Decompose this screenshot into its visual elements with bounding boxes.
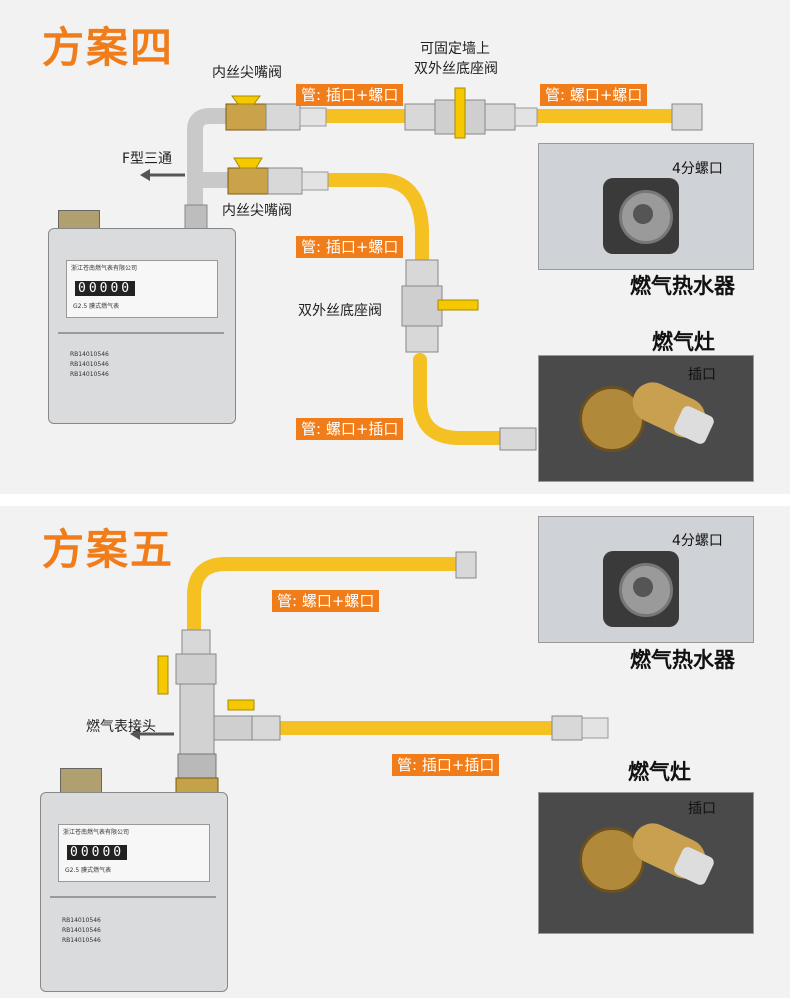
hose-bottom — [420, 360, 500, 438]
meter-brand: 浙江苍南燃气表有限公司 — [59, 825, 209, 838]
label-meter-joint: 燃气表接头 — [86, 716, 156, 736]
meter-model: G2.5 膜式燃气表 — [73, 301, 119, 310]
meter-serial: RB14010546 — [70, 370, 109, 380]
label-double-outer-valve-top: 双外丝底座阀 — [414, 58, 498, 78]
label-inner-thread-valve-top: 内丝尖嘴阀 — [212, 62, 282, 82]
plan4-stove-fitting: 插口 — [688, 364, 716, 384]
meter-serial: RB14010546 — [62, 916, 101, 926]
label-fixable-wall: 可固定墙上 — [420, 38, 490, 58]
plan5-stove-name: 燃气灶 — [628, 756, 691, 786]
plan5-stove-photo — [538, 792, 754, 934]
tag-pipe-thread-socket-bottom: 管: 螺口+插口 — [296, 418, 403, 440]
tag-pipe-socket-socket: 管: 插口+插口 — [392, 754, 499, 776]
meter-serial: RB14010546 — [62, 936, 101, 946]
plan4-panel: 方案四 — [0, 0, 790, 494]
meter-reading: 00000 — [67, 845, 127, 860]
tag-pipe-socket-thread-top: 管: 插口+螺口 — [296, 84, 403, 106]
plan4-heater-name: 燃气热水器 — [630, 270, 735, 300]
brass-valve-bottom — [228, 168, 268, 194]
panel-divider — [0, 494, 790, 506]
plan4-heater-fitting: 4分螺口 — [672, 158, 723, 178]
meter-brand: 浙江苍南燃气表有限公司 — [67, 261, 217, 274]
meter-model: G2.5 膜式燃气表 — [65, 865, 111, 874]
label-double-outer-valve-mid: 双外丝底座阀 — [298, 300, 382, 320]
meter-reading: 00000 — [75, 281, 135, 296]
plan4-stove-photo — [538, 355, 754, 482]
label-f-tee: F型三通 — [122, 148, 172, 168]
plan5-heater-fitting: 4分螺口 — [672, 530, 723, 550]
plan5-stove-fitting: 插口 — [688, 798, 716, 818]
plan5-panel: 方案五 浙江苍南燃气表有限公司 00000 G2.5 膜式燃气表 — [0, 506, 790, 998]
plan4-stove-name: 燃气灶 — [652, 326, 715, 356]
plan5-gas-meter: 浙江苍南燃气表有限公司 00000 G2.5 膜式燃气表 RB14010546 … — [40, 768, 226, 990]
brass-valve-top — [226, 104, 266, 130]
tag-pipe-socket-thread-mid: 管: 插口+螺口 — [296, 236, 403, 258]
label-inner-thread-valve-bottom: 内丝尖嘴阀 — [222, 200, 292, 220]
meter-serial: RB14010546 — [62, 926, 101, 936]
plan4-gas-meter: 浙江苍南燃气表有限公司 00000 G2.5 膜式燃气表 RB14010546 … — [48, 210, 234, 422]
tag-pipe-thread-thread-top: 管: 螺口+螺口 — [540, 84, 647, 106]
plan5-heater-name: 燃气热水器 — [630, 644, 735, 674]
tag-pipe-thread-thread: 管: 螺口+螺口 — [272, 590, 379, 612]
meter-serial: RB14010546 — [70, 350, 109, 360]
meter-serial: RB14010546 — [70, 360, 109, 370]
